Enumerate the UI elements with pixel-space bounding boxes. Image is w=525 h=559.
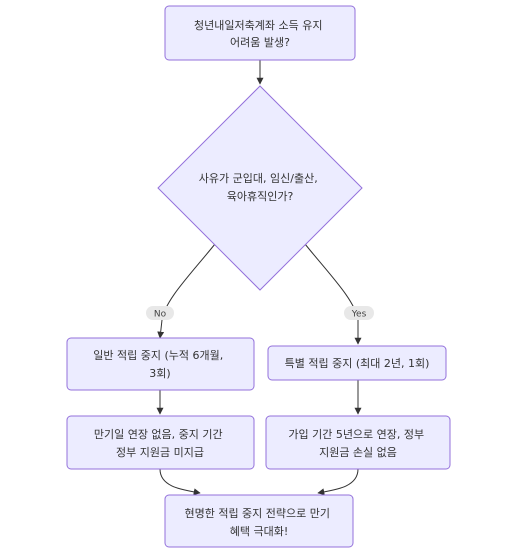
svg-text:청년내일저축계좌 소득 유지 어려움 발생?: 청년내일저축계좌 소득 유지 어려움 발생?: [194, 18, 326, 49]
node-general-result-line-2: 정부 지원금 미지급: [116, 446, 204, 459]
node-special-result-line-1: 가입 기간 5년으로 연장, 정부: [288, 428, 424, 441]
edge-special-result-to-final: [317, 468, 359, 496]
node-general-pause: 일반 적립 중지 (누적 6개월, 3회): [66, 337, 255, 391]
svg-text:사유가 군입대, 임신/출산, 육아휴직인가?: 사유가 군입대, 임신/출산, 육아휴직인가?: [199, 172, 321, 203]
node-decision: 사유가 군입대, 임신/출산, 육아휴직인가?: [157, 85, 363, 291]
edge-label-yes-text: Yes: [351, 310, 367, 320]
node-final-line-2: 혜택 극대화!: [230, 525, 289, 538]
node-general-pause-line-2: 3회): [149, 367, 170, 380]
svg-text:가입 기간 5년으로 연장, 정부 지원금 손실: 가입 기간 5년으로 연장, 정부 지원금 손실 없음: [288, 428, 427, 459]
edge-label-yes: Yes: [344, 306, 374, 320]
node-start-line-2: 어려움 발생?: [230, 36, 290, 49]
node-general-pause-line-1: 일반 적립 중지 (누적 6개월,: [93, 348, 223, 362]
svg-text:현명한 적립 중지 전략으로 만기 혜택 극대화: 현명한 적립 중지 전략으로 만기 혜택 극대화!: [184, 507, 333, 538]
svg-text:일반 적립 중지 (누적 6개월, 3회): 일반 적립 중지 (누적 6개월, 3회): [93, 348, 226, 380]
node-decision-line-1: 사유가 군입대, 임신/출산,: [199, 172, 318, 185]
node-start: 청년내일저축계좌 소득 유지 어려움 발생?: [164, 5, 356, 61]
svg-text:특별 적립 중지 (최대 2년, 1회): 특별 적립 중지 (최대 2년, 1회): [285, 357, 430, 370]
edge-decision-to-general-pause: [157, 243, 216, 339]
node-final: 현명한 적립 중지 전략으로 만기 혜택 극대화!: [164, 494, 354, 548]
node-special-pause: 특별 적립 중지 (최대 2년, 1회): [267, 345, 447, 381]
edge-label-no: No: [146, 306, 174, 320]
edge-general-result-to-final: [159, 468, 201, 496]
edge-decision-to-special-pause: [304, 243, 362, 345]
node-special-result: 가입 기간 5년으로 연장, 정부 지원금 손실 없음: [265, 415, 451, 470]
node-special-pause-line-1: 특별 적립 중지 (최대 2년, 1회): [285, 357, 430, 370]
node-decision-line-2: 육아휴직인가?: [227, 190, 294, 203]
node-general-result: 만기일 연장 없음, 중지 기간 정부 지원금 미지급: [66, 415, 255, 470]
edge-label-no-text: No: [154, 310, 167, 320]
svg-text:만기일 연장 없음, 중지 기간 정부 지원금: 만기일 연장 없음, 중지 기간 정부 지원금 미지급: [94, 427, 226, 459]
node-special-result-line-2: 지원금 손실 없음: [319, 446, 397, 459]
node-general-result-line-1: 만기일 연장 없음, 중지 기간: [94, 427, 223, 441]
node-final-line-1: 현명한 적립 중지 전략으로 만기: [184, 507, 330, 520]
node-start-line-1: 청년내일저축계좌 소득 유지: [194, 18, 322, 32]
